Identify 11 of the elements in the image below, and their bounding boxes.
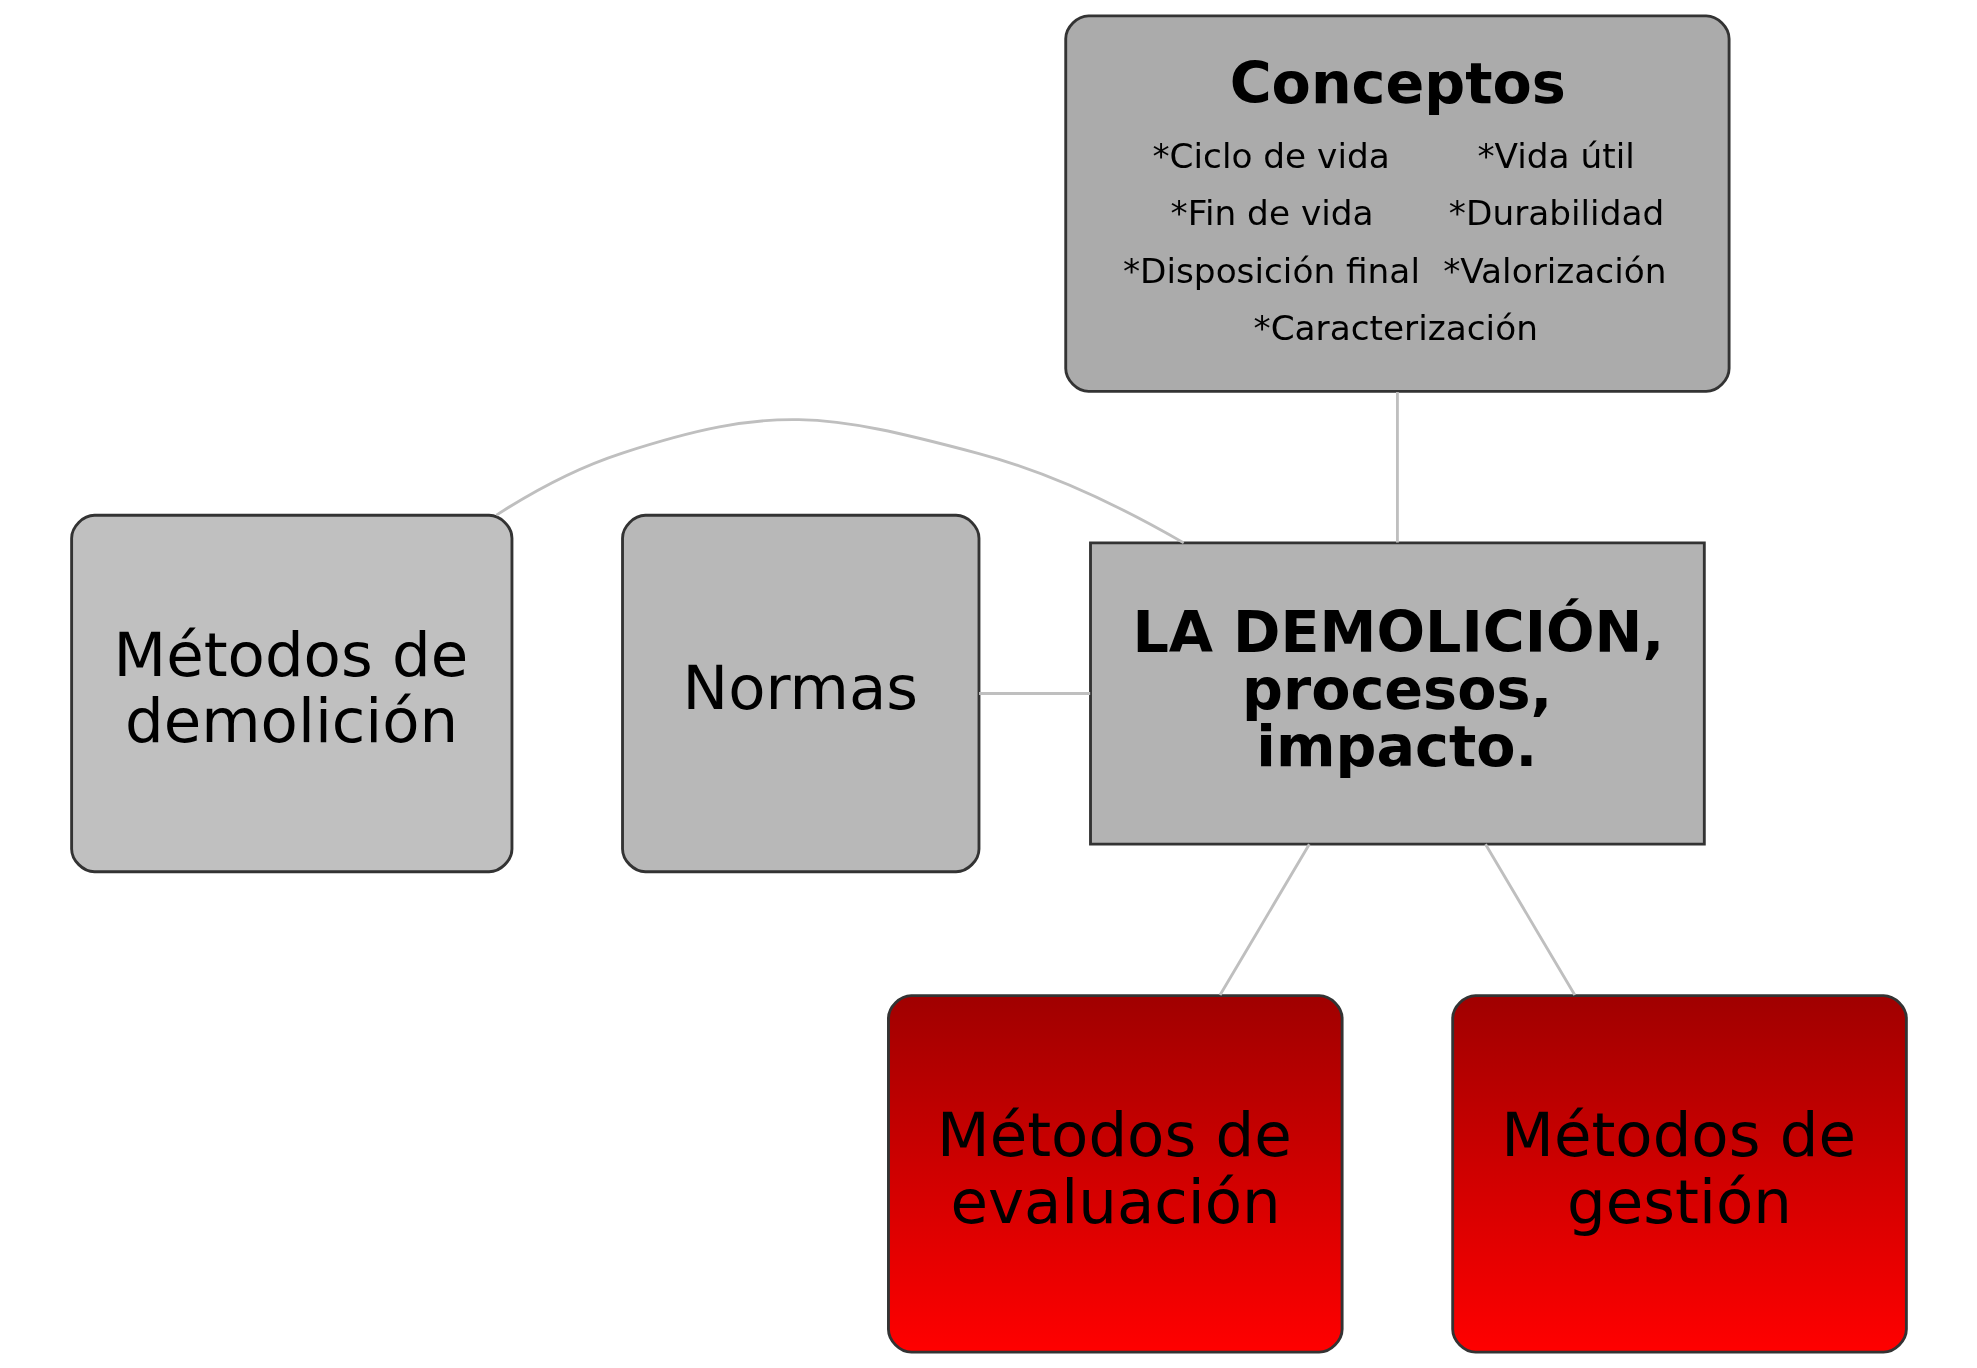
node-box: LA DEMOLICIÓN, procesos, impacto.	[1088, 541, 1706, 846]
node-box: Métodos de evaluación	[886, 994, 1344, 1354]
connector	[1483, 843, 1576, 996]
node-box: Normas	[620, 513, 980, 874]
connector	[1218, 843, 1311, 996]
connector	[495, 418, 1184, 545]
connector	[978, 692, 1090, 695]
node-box: Conceptos *Ciclo de vida *Vida útil *Fin de vida *Durabilidad *Disposición final *Valorización *Caracterización	[1063, 14, 1731, 393]
connector	[1395, 392, 1399, 543]
node-box: Métodos de demolición	[69, 513, 513, 874]
node-box: Métodos de gestión	[1450, 994, 1908, 1354]
